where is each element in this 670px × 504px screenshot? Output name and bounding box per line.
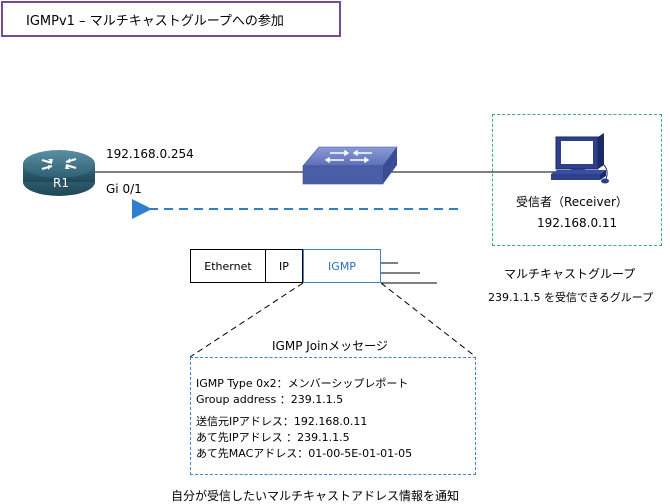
- switch-icon: [302, 146, 398, 185]
- packet-igmp-payload: IGMP: [303, 249, 381, 283]
- page-title: IGMPv1 – マルチキャストグループへの参加: [26, 14, 284, 29]
- receiver-label: 受信者（Receiver）: [516, 195, 628, 209]
- footer-note: 自分が受信したいマルチキャストアドレス情報を通知: [171, 489, 460, 503]
- pc-icon: [551, 133, 609, 184]
- router-icon: [23, 150, 95, 196]
- packet-ethernet-header: Ethernet: [190, 249, 266, 283]
- message-heading: IGMP Joinメッセージ: [272, 339, 388, 353]
- igmp-message-box: [190, 357, 476, 475]
- router-label: R1: [53, 176, 69, 190]
- router-interface: Gi 0/1: [106, 182, 142, 196]
- multicast-group-description: 239.1.1.5 を受信できるグループ: [488, 291, 654, 304]
- receiver-ip: 192.168.0.11: [537, 216, 618, 230]
- router-ip: 192.168.0.254: [106, 147, 194, 161]
- message-src-line: 送信元IPアドレス：192.168.0.11: [196, 415, 368, 428]
- title-box: [1, 1, 341, 37]
- multicast-group-title: マルチキャストグループ: [504, 267, 636, 281]
- message-mac-line: あて先MACアドレス：01-00-5E-01-01-05: [196, 447, 413, 460]
- message-type-line: IGMP Type 0x2：メンバーシップレポート: [196, 377, 409, 390]
- packet-ip-header: IP: [266, 249, 303, 283]
- packet-frame: Ethernet IP IGMP: [190, 249, 381, 283]
- callout-line-left: [189, 282, 304, 358]
- receiver-group-box: [492, 114, 662, 246]
- message-group-line: Group address ：239.1.1.5: [196, 393, 344, 406]
- callout-line-right: [380, 282, 477, 358]
- message-dst-line: あて先IPアドレス ：239.1.1.5: [196, 431, 350, 444]
